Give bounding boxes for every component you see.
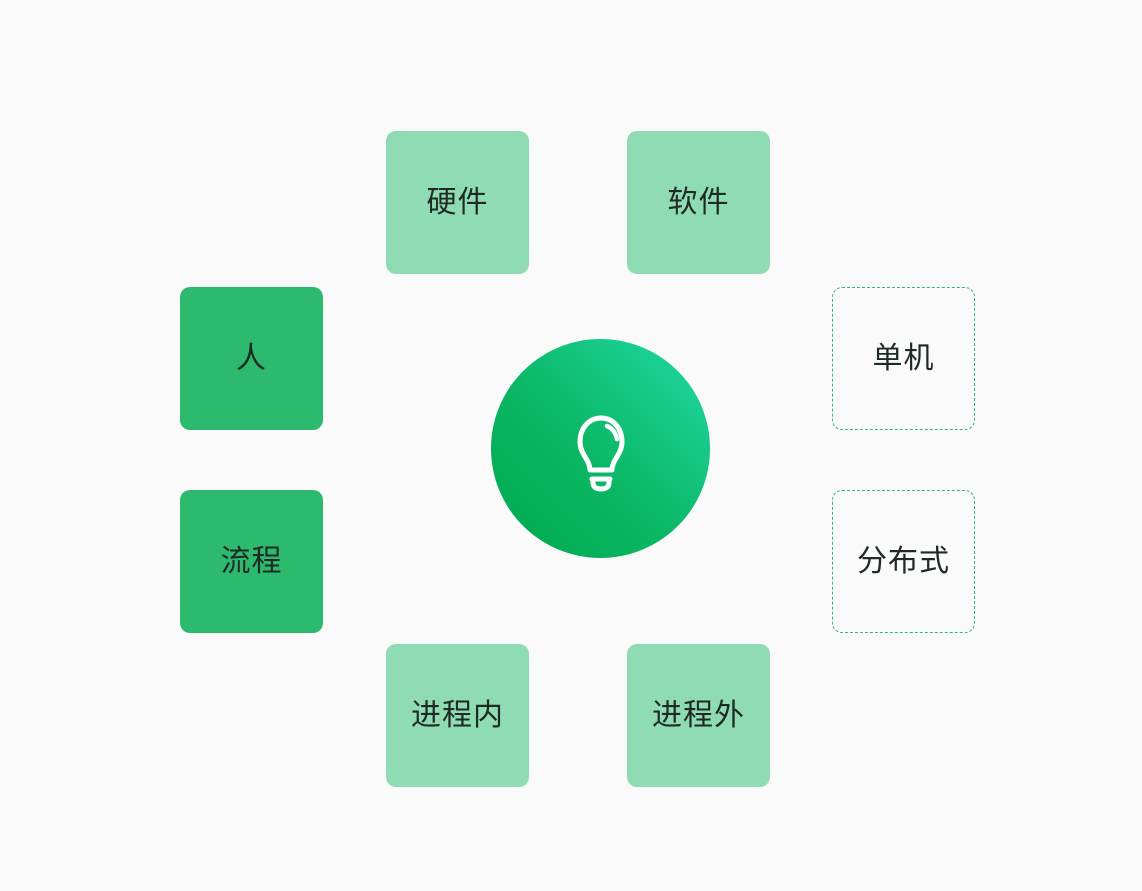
center-hub [491,339,710,558]
tile-person-label: 人 [236,340,267,376]
tile-in-process: 进程内 [386,644,529,787]
tile-software: 软件 [627,131,770,274]
lightbulb-icon [561,399,641,499]
tile-in-process-label: 进程内 [411,697,504,733]
tile-process-label: 流程 [220,543,283,579]
tile-out-of-process: 进程外 [627,644,770,787]
tile-process: 流程 [180,490,323,633]
tile-hardware-label: 硬件 [426,184,489,220]
tile-hardware: 硬件 [386,131,529,274]
tile-person: 人 [180,287,323,430]
tile-distributed: 分布式 [832,490,975,633]
tile-single-machine-label: 单机 [872,340,935,376]
tile-out-of-process-label: 进程外 [652,697,745,733]
tile-software-label: 软件 [667,184,730,220]
tile-single-machine: 单机 [832,287,975,430]
tile-distributed-label: 分布式 [857,543,950,579]
